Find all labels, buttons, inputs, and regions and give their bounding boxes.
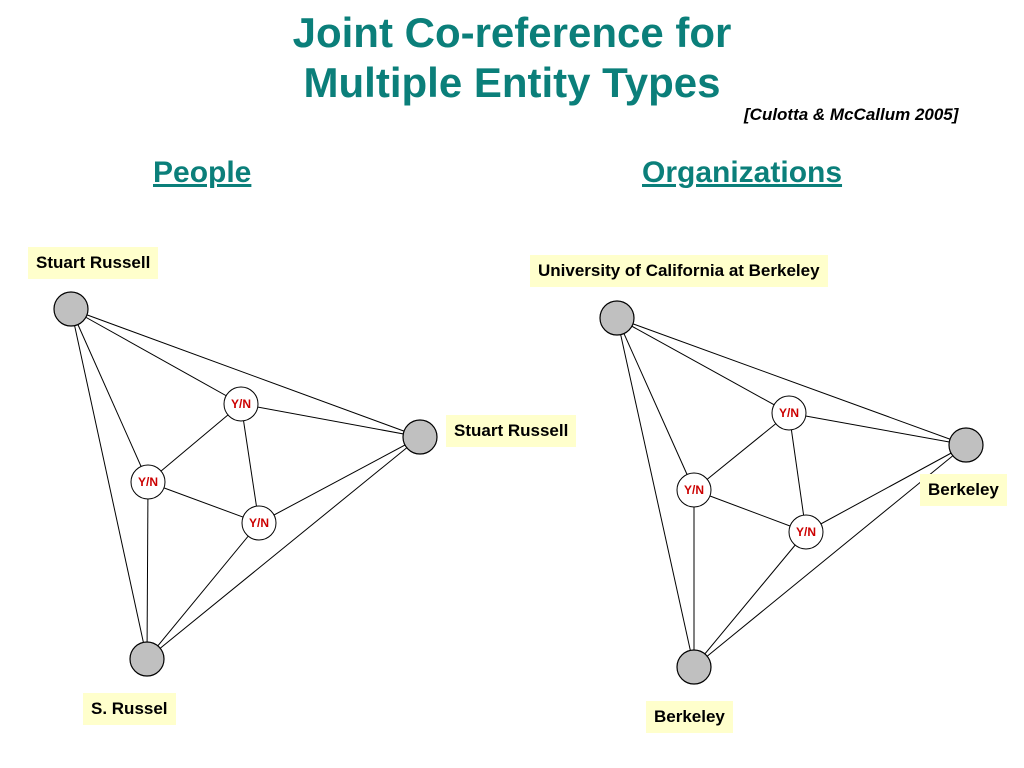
people-mention-node — [53, 291, 89, 327]
organization-mention-node — [676, 649, 712, 685]
people-decision-node: Y/N — [223, 386, 259, 422]
organization-mention-label: Berkeley — [920, 474, 1007, 506]
edge — [240, 403, 260, 524]
slide-title-line-2: Multiple Entity Types — [303, 59, 721, 106]
edge — [146, 522, 260, 660]
edge — [70, 308, 149, 483]
organizations-heading: Organizations — [642, 156, 843, 189]
slide-title: Joint Co-reference for Multiple Entity T… — [0, 8, 1024, 108]
organization-decision-node: Y/N — [771, 395, 807, 431]
slide-title-line-1: Joint Co-reference for — [292, 9, 732, 56]
edge — [788, 412, 807, 533]
edge — [616, 317, 695, 668]
citation: [Culotta & McCallum 2005] — [744, 105, 959, 124]
edge — [616, 317, 790, 414]
organization-mention-node — [948, 427, 984, 463]
people-edges — [70, 308, 421, 660]
organization-decision-node: Y/N — [788, 514, 824, 550]
edge — [616, 317, 695, 491]
people-mention-label: Stuart Russell — [28, 247, 159, 279]
edge — [693, 489, 807, 533]
edge — [788, 412, 967, 446]
edge — [616, 317, 967, 446]
decision-label: Y/N — [249, 516, 269, 530]
organization-mention-label: University of California at Berkeley — [530, 255, 828, 287]
people-heading: People — [153, 156, 252, 189]
organization-mention-node — [599, 300, 635, 336]
edge — [147, 481, 260, 524]
people-mention-node — [129, 641, 165, 677]
edge — [70, 308, 242, 405]
edge — [693, 412, 790, 491]
edge — [70, 308, 421, 438]
edge — [70, 308, 148, 660]
organization-mention-label: Berkeley — [646, 701, 733, 733]
people-decision-node: Y/N — [241, 505, 277, 541]
decision-label: Y/N — [779, 406, 799, 420]
people-decision-node: Y/N — [130, 464, 166, 500]
edge — [240, 403, 421, 438]
edge — [258, 436, 421, 524]
decision-label: Y/N — [684, 483, 704, 497]
edge — [147, 403, 242, 483]
edge — [146, 481, 149, 660]
decision-label: Y/N — [138, 475, 158, 489]
organization-edges — [616, 317, 967, 668]
edge — [805, 444, 967, 533]
decision-label: Y/N — [231, 397, 251, 411]
edge — [146, 436, 421, 660]
people-mention-node — [402, 419, 438, 455]
organization-decision-node: Y/N — [676, 472, 712, 508]
decision-label: Y/N — [796, 525, 816, 539]
people-mention-label: S. Russel — [83, 693, 176, 725]
people-mention-label: Stuart Russell — [446, 415, 577, 447]
edge — [693, 531, 807, 668]
